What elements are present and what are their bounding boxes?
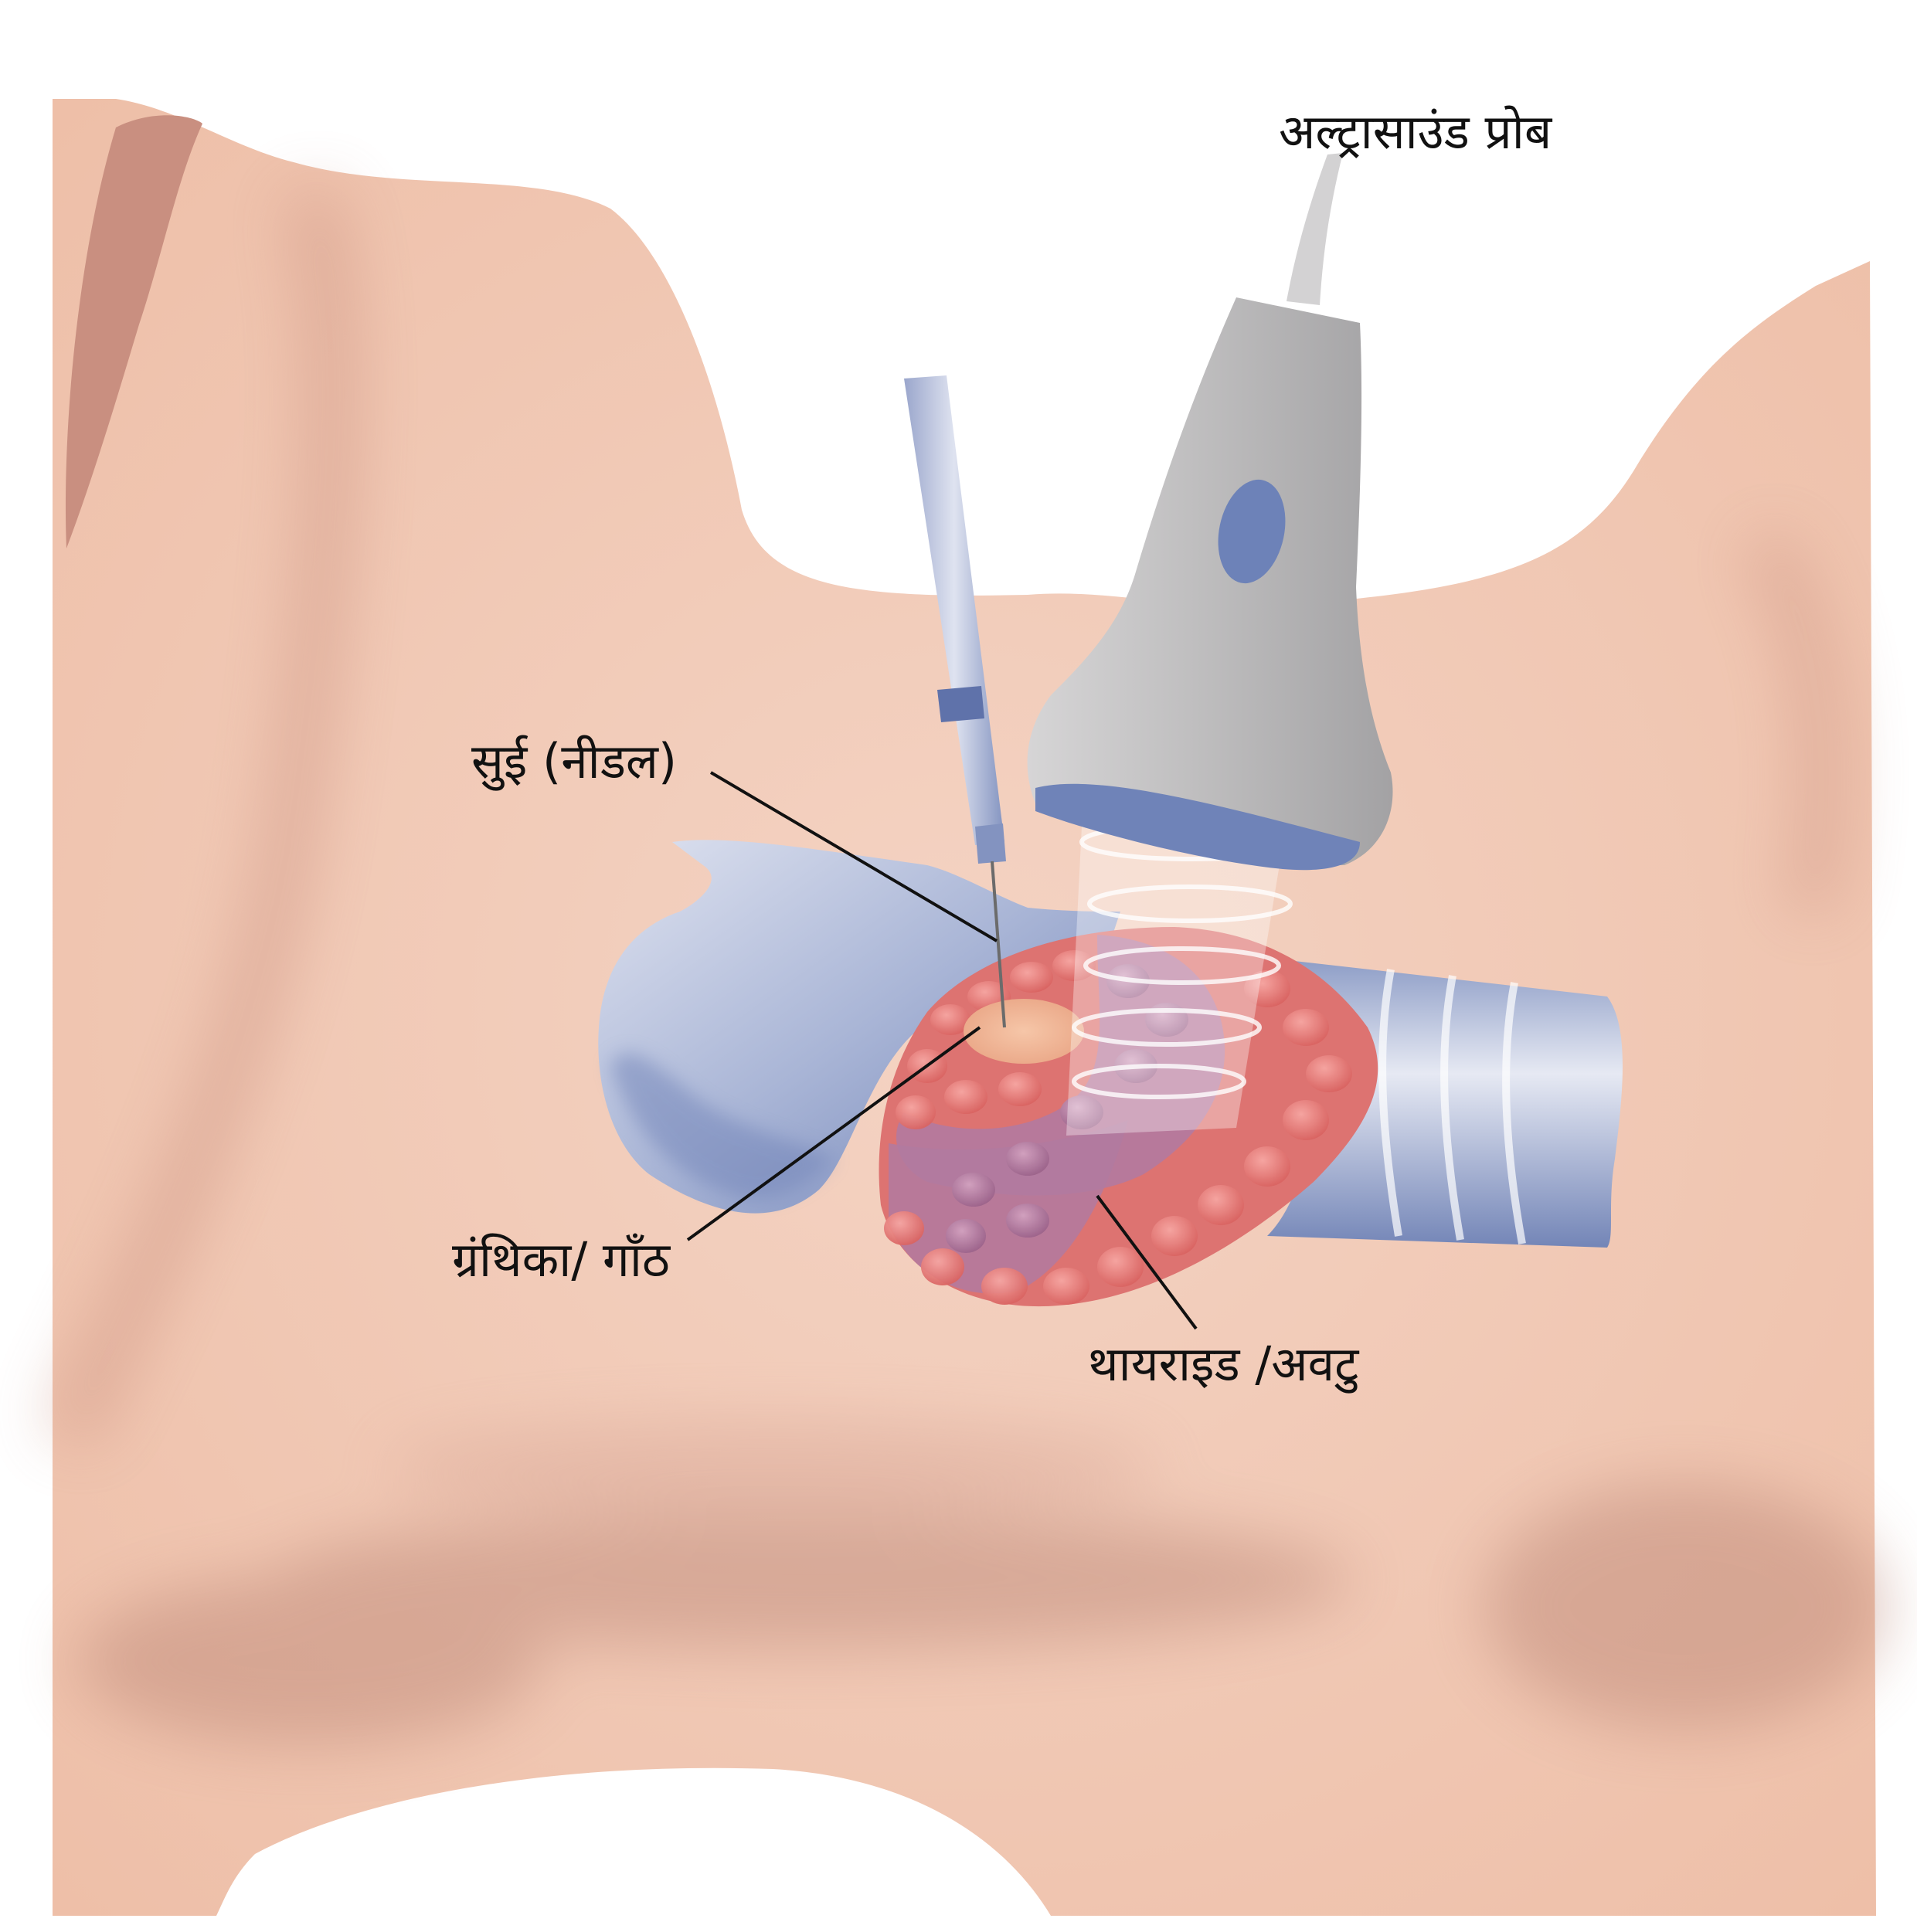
probe-face [1035,783,1360,871]
thyroid-leader-line [1096,1194,1198,1330]
nodule [964,999,1084,1064]
needle [991,861,1006,1028]
syringe [904,375,1006,1028]
larynx-shading [610,1053,834,1199]
thyroid-label: थायराइड /अवटु [1088,1336,1359,1392]
ultrasound-probe [1027,153,1393,871]
nodule-leader-line [686,1026,981,1241]
needle-label: सुई (नीडल) [471,733,678,789]
syringe-barrel [904,375,1004,845]
needle-leader-line [709,771,998,942]
ear [65,115,202,548]
ultrasound-probe-label: अल्ट्रासाउंड प्रोब [1279,104,1552,160]
nodule-label: ग्रंथिका/ गाँठ [452,1231,670,1288]
syringe-band [937,686,984,722]
leader-lines [686,771,1198,1330]
probe-cable [1286,153,1343,305]
probe-body [1027,297,1393,865]
probe-window-icon [1218,479,1286,584]
syringe-tip [975,823,1006,864]
skin-shading [44,185,1885,1746]
trachea-rings [1378,969,1526,1244]
